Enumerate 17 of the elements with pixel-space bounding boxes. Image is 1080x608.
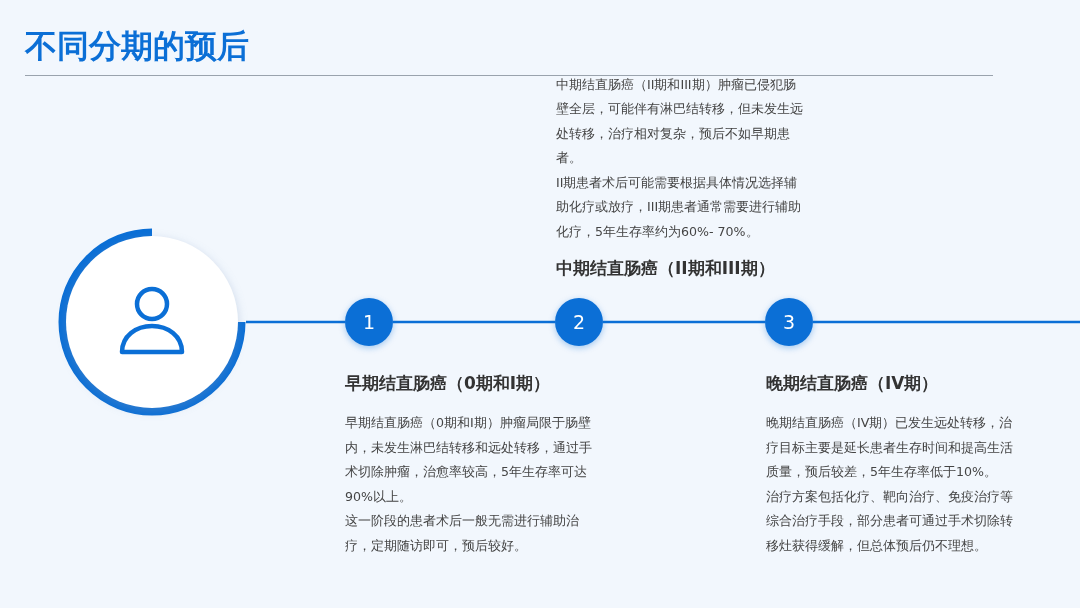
step-circle: 3 [765,298,813,346]
timeline-line [603,320,765,324]
description-paragraph: 治疗方案包括化疗、靶向治疗、免疫治疗等综合治疗手段，部分患者可通过手术切除转移灶获得缓解，但总体预后仍不理想。 [766,487,1014,555]
stage-heading: 晚期结直肠癌（IV期） [766,372,939,395]
stage-heading: 中期结直肠癌（II期和III期） [556,257,775,280]
timeline-line [813,320,1080,324]
description-paragraph: 中期结直肠癌（II期和III期）肿瘤已侵犯肠壁全层，可能伴有淋巴结转移，但未发生远处转移，治疗相对复杂，预后不如早期患者。 [556,75,804,167]
description-paragraph: 这一阶段的患者术后一般无需进行辅助治疗，定期随访即可，预后较好。 [345,512,580,555]
description-paragraph: 早期结直肠癌（0期和I期）肿瘤局限于肠壁内，未发生淋巴结转移和远处转移，通过手术切除肿瘤，治愈率较高，5年生存率可达90%以上。 [345,414,593,506]
timeline-line [246,320,345,324]
step-circle: 2 [555,298,603,346]
timeline-line [393,320,555,324]
title: 不同分期的预后 [25,26,249,67]
description-paragraph: II期患者术后可能需要根据具体情况选择辅助化疗或放疗，III期患者通常需要进行辅助化疗，5年生存率约为60%- 70%。 [556,173,803,241]
description-paragraph: 晚期结直肠癌（IV期）已发生远处转移，治疗目标主要是延长患者生存时间和提高生活质量，预后较差，5年生存率低于10%。 [766,414,1014,481]
step-circle: 1 [345,298,393,346]
stage-heading: 早期结直肠癌（0期和I期） [345,372,551,395]
